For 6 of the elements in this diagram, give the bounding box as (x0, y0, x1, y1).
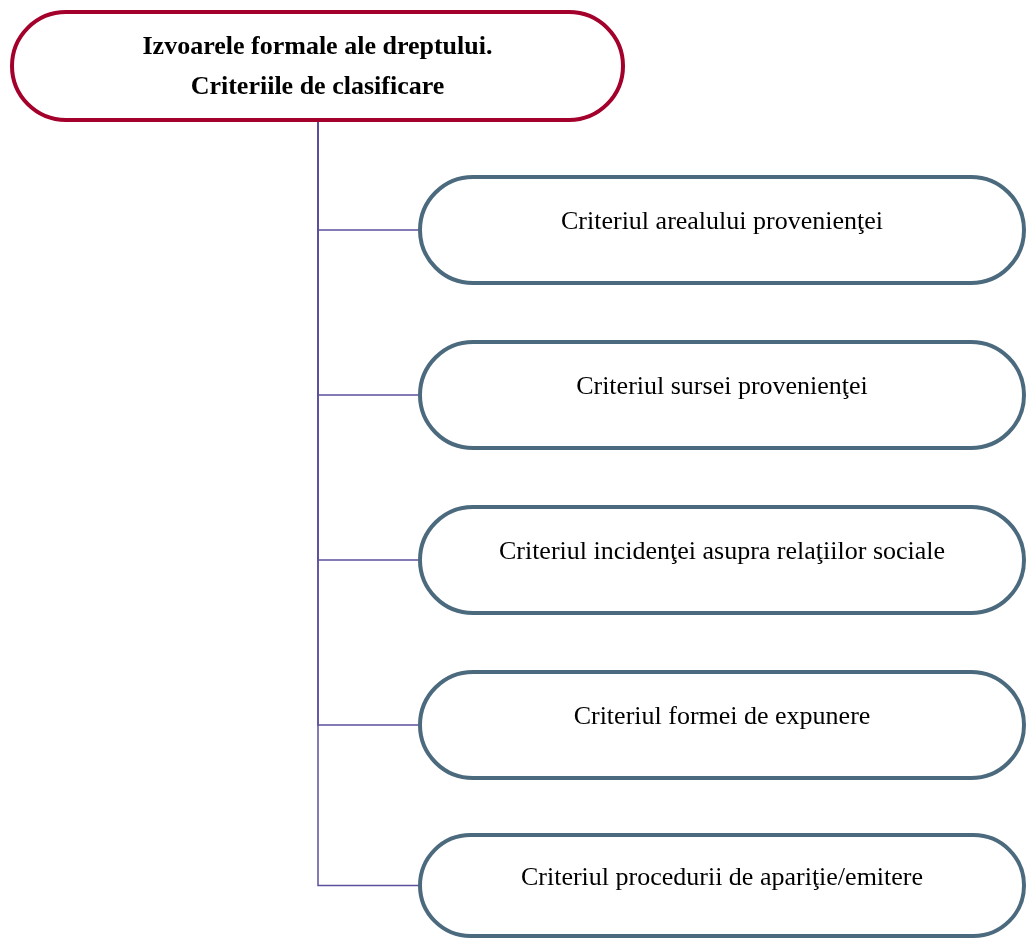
criterion-text: Criteriul arealului provenienţei (560, 205, 884, 237)
title-text: Izvoarele formale ale dreptului. Criteriile de clasificare (141, 30, 494, 102)
criterion-text: Criteriul formei de expunere (572, 700, 872, 732)
criterion-text: Criteriul incidenţei asupra relaţiilor sociale (497, 535, 947, 567)
criterion-text: Criteriul sursei provenienţei (575, 370, 869, 402)
criterion-text: Criteriul procedurii de apariţie/emitere (519, 860, 925, 893)
